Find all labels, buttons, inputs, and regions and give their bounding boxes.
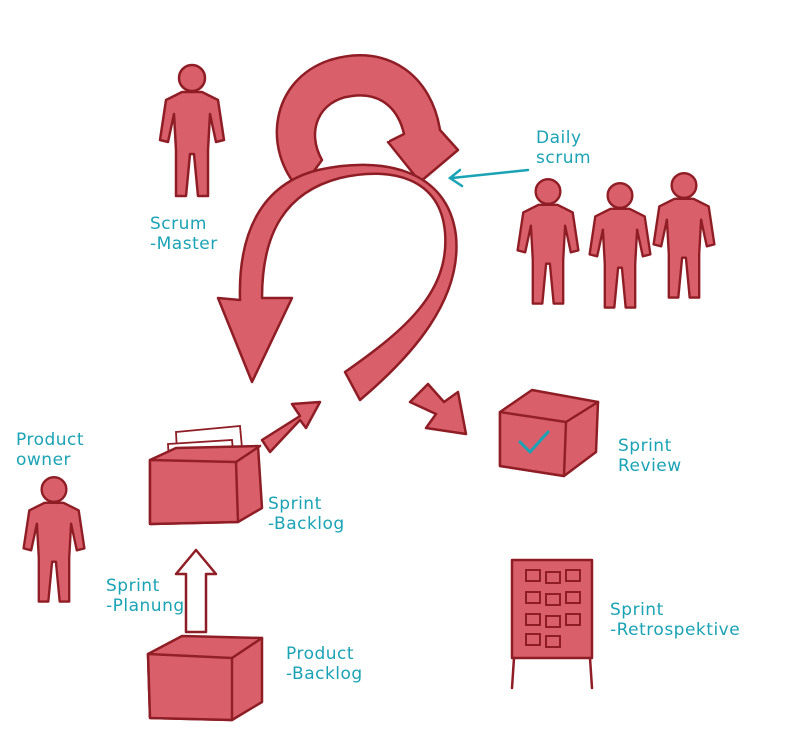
sprint-to-review-arrow (408, 382, 468, 436)
daily-loop-arrow (275, 54, 460, 192)
sprint-retrospektive-label-line1: Sprint (610, 600, 664, 620)
sprint-backlog-label-line2: -Backlog (268, 514, 345, 534)
sprint-planning-label-line1: Sprint (106, 576, 160, 596)
sprint-backlog-box (148, 425, 264, 526)
team-member-2-figure (588, 181, 652, 309)
scrum-master-label-line2: -Master (150, 234, 218, 254)
scrum-master-figure (158, 63, 226, 198)
product-owner-figure (22, 475, 86, 603)
product-backlog-label-line1: Product (286, 644, 355, 664)
product-owner-label-line1: Product (16, 430, 85, 450)
daily-scrum-pointer-head (447, 168, 464, 188)
daily-scrum-label-line2: scrum (536, 148, 592, 168)
product-owner-label-line2: owner (16, 450, 72, 470)
sprint-retrospektive-label-line2: -Retrospektive (610, 620, 741, 640)
sprint-backlog-label-line1: Sprint (268, 494, 322, 514)
sprint-planning-label-line2: -Planung (106, 596, 185, 616)
product-owner-label: Product owner (16, 430, 84, 470)
scrum-master-label-line1: Scrum (150, 214, 207, 234)
backlog-to-sprint-arrow (260, 400, 322, 454)
product-backlog-label-line2: -Backlog (286, 664, 363, 684)
scrum-master-label: Scrum -Master (150, 214, 218, 254)
daily-scrum-label-line1: Daily (536, 128, 582, 148)
daily-scrum-label: Daily scrum (536, 128, 591, 168)
sprint-loop-arrow (216, 163, 458, 402)
team-member-3-figure (652, 171, 716, 299)
sprint-backlog-label: Sprint -Backlog (268, 494, 345, 534)
sprint-review-label: Sprint Review (618, 436, 682, 476)
sprint-review-label-line2: Review (618, 456, 682, 476)
team-member-1-figure (516, 177, 580, 305)
check-icon (518, 430, 550, 454)
planning-up-arrow (174, 548, 218, 634)
product-backlog-box (146, 634, 264, 722)
taeglich-label: täglich (330, 126, 391, 146)
product-backlog-label: Product -Backlog (286, 644, 363, 684)
sprint-review-label-line1: Sprint (618, 436, 672, 456)
sprint-retrospektive-label: Sprint -Retrospektive (610, 600, 740, 640)
retrospective-board (510, 558, 594, 690)
sprint-review-box (498, 388, 600, 478)
sprint-label: sprint (326, 272, 378, 292)
daily-scrum-pointer (450, 168, 530, 180)
sprint-planning-label: Sprint -Planung (106, 576, 185, 616)
